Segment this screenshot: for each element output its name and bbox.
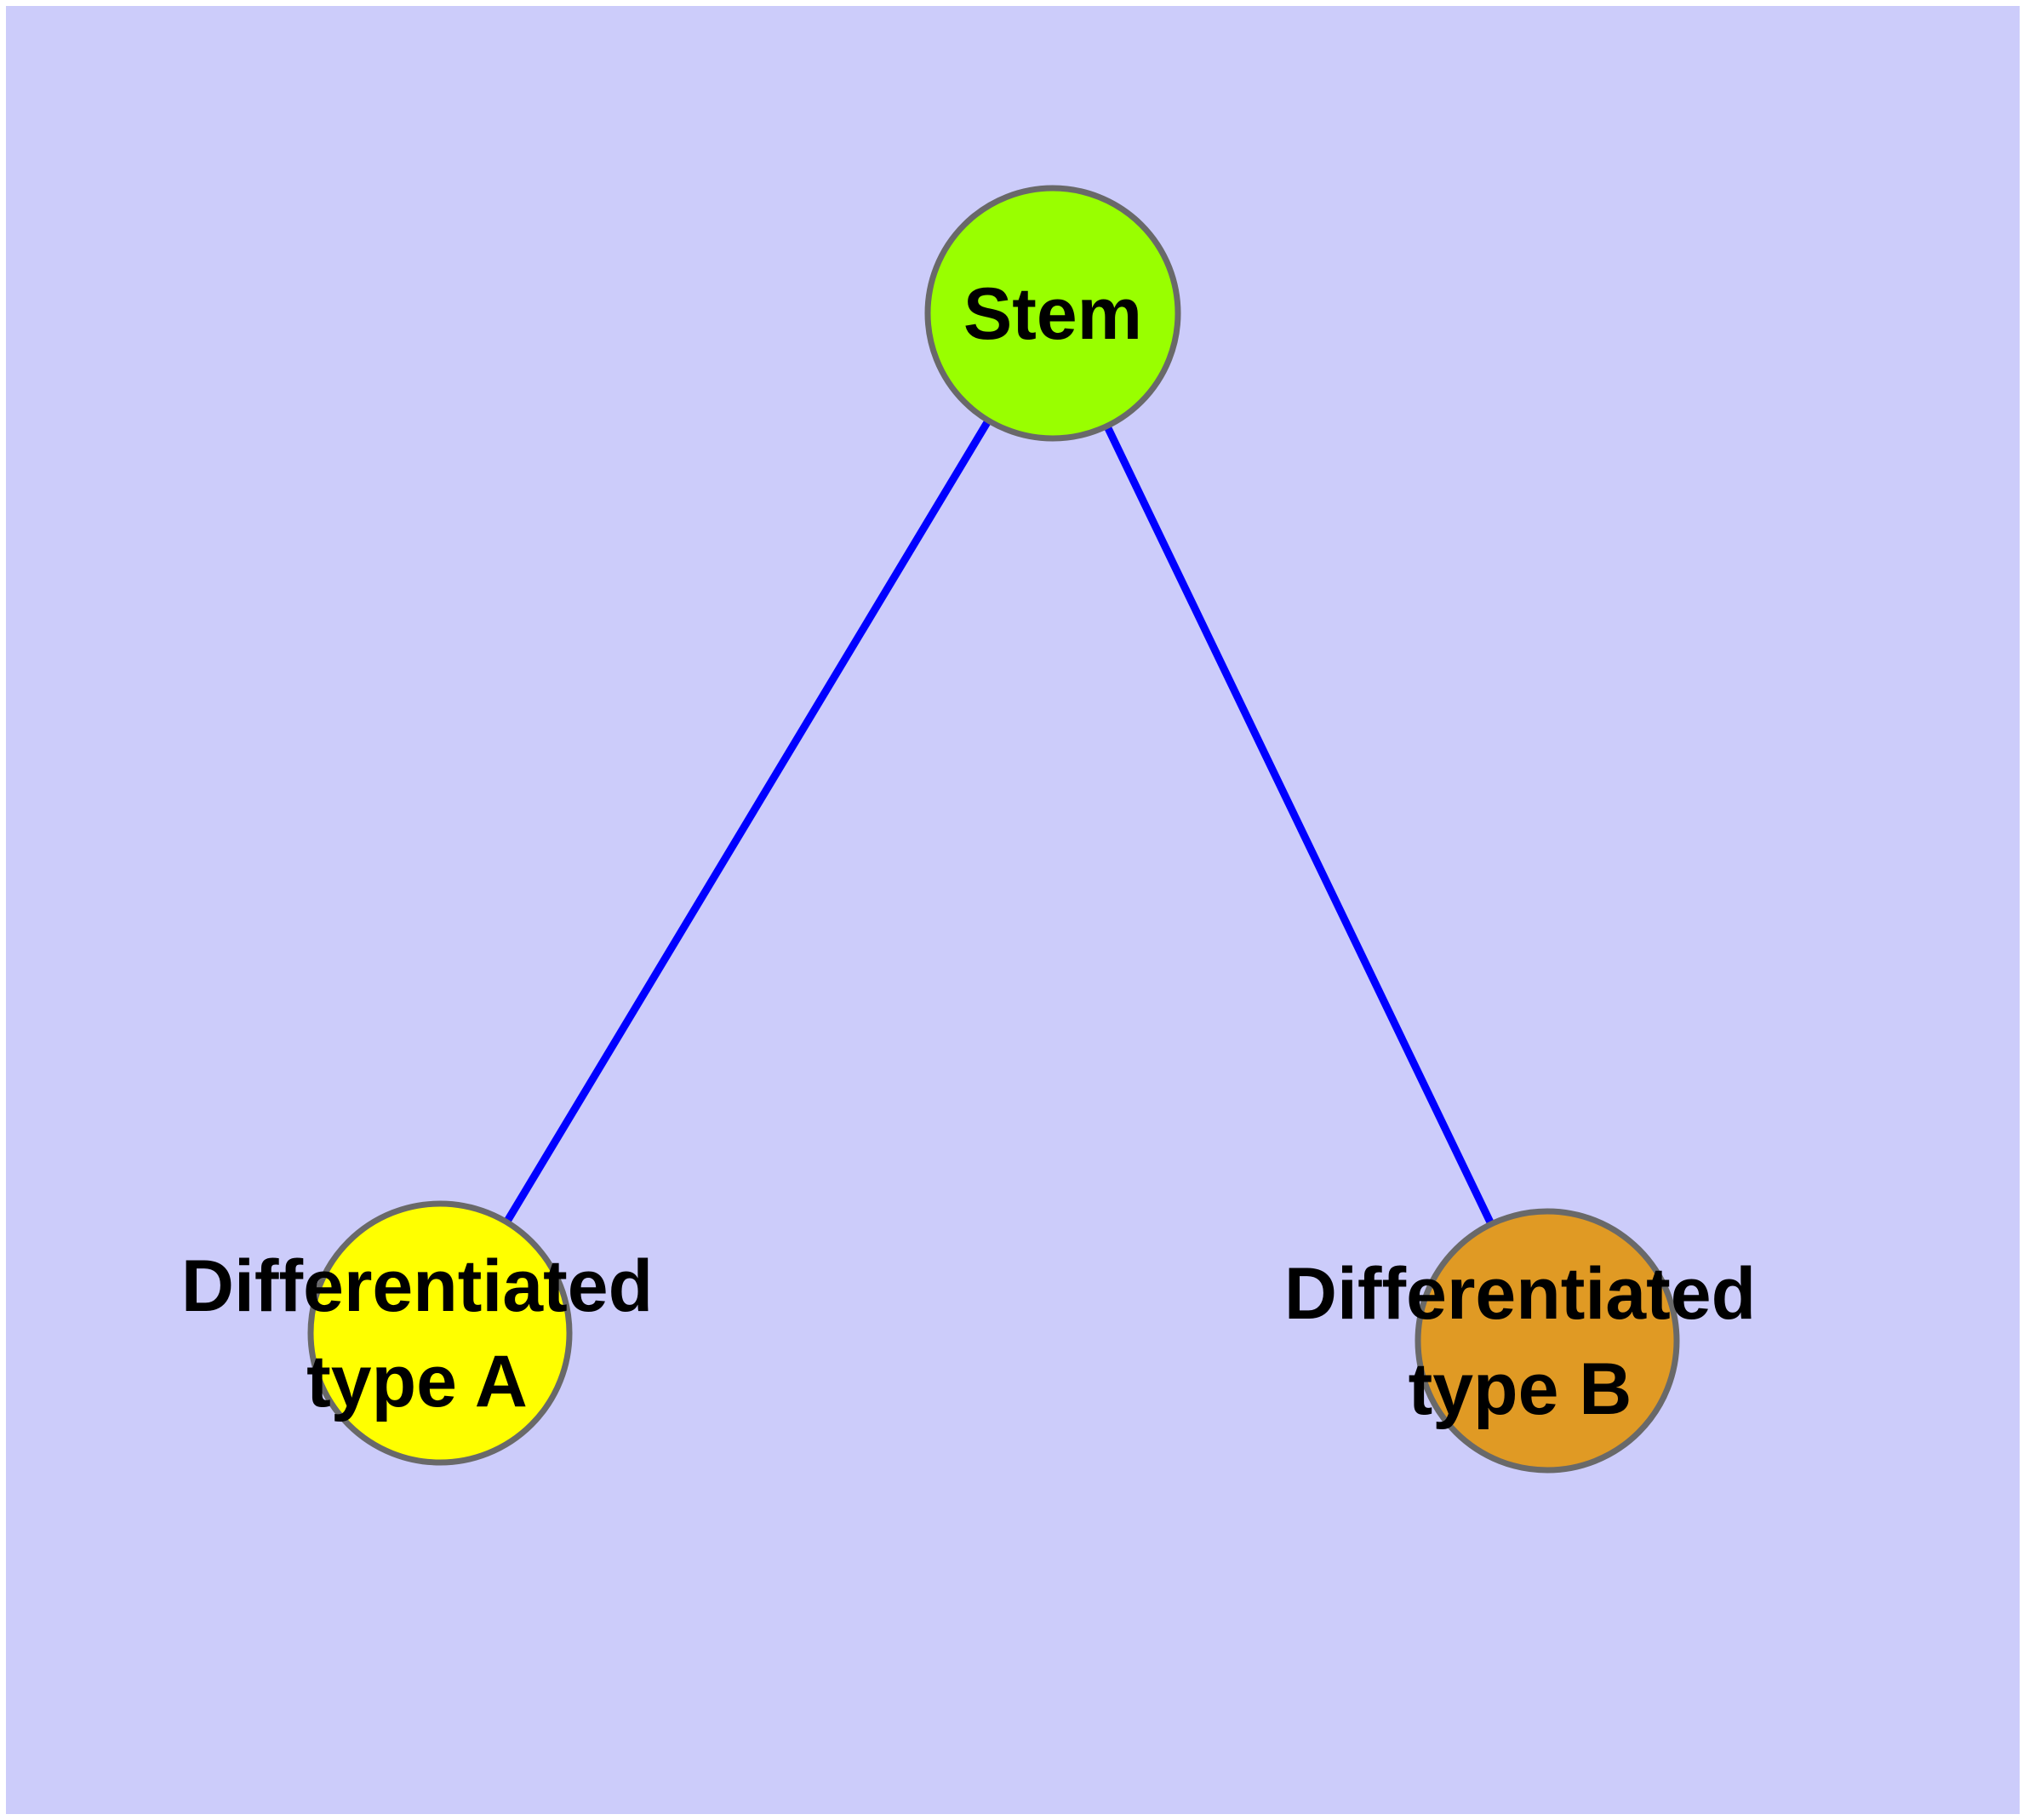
edge-stem-to-differentiated-type-b[interactable] — [1104, 426, 1495, 1225]
node-label-stem: Stem — [963, 273, 1142, 355]
edges-layer — [504, 420, 1495, 1225]
node-labels-layer: Stem Differentiated type A Differentiated… — [181, 273, 1756, 1430]
node-label-line: Stem — [963, 273, 1142, 355]
node-label-line: type B — [1409, 1348, 1632, 1430]
node-differentiated-type-b-circle[interactable] — [1415, 1208, 1680, 1474]
edge-stem-to-differentiated-type-a[interactable] — [504, 420, 992, 1223]
node-label-differentiated-type-b: Differentiated type B — [1284, 1253, 1756, 1430]
node-differentiated-type-a-circle[interactable] — [307, 1200, 573, 1466]
node-label-line: type A — [306, 1341, 528, 1422]
node-label-line: Differentiated — [1284, 1253, 1756, 1335]
nodes-layer — [307, 185, 1680, 1474]
node-label-differentiated-type-a: Differentiated type A — [181, 1245, 653, 1422]
node-label-line: Differentiated — [181, 1245, 653, 1327]
node-stem-circle[interactable] — [924, 185, 1181, 442]
